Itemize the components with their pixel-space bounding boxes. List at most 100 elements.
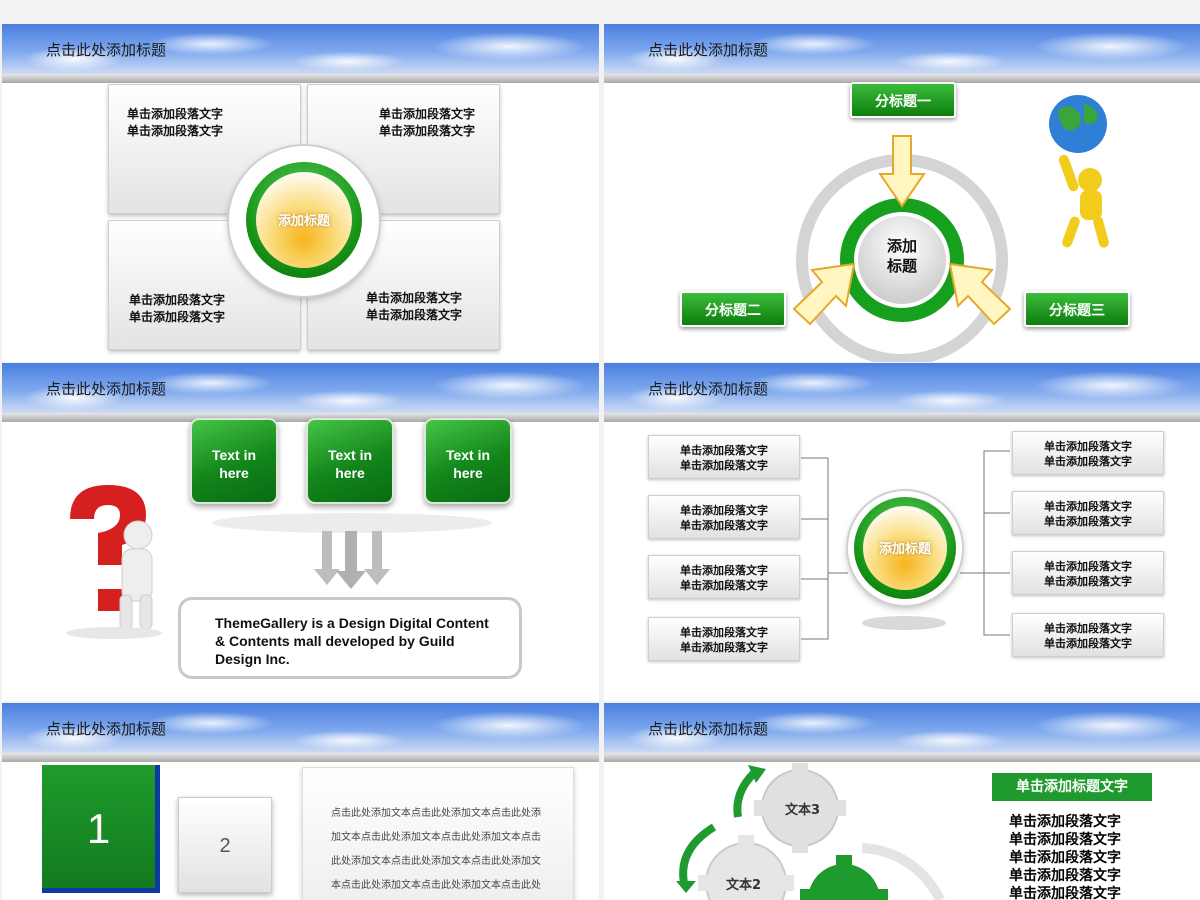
arrow-right-icon (948, 262, 1012, 326)
tile-line-1: Text in (445, 447, 491, 463)
right-box-1[interactable]: 单击添加段落文字 单击添加段落文字 (1012, 431, 1164, 475)
description-line-1: ThemeGallery is a Design Digital Content (215, 615, 489, 631)
sky-header (604, 363, 1200, 413)
center-shadow (862, 616, 946, 630)
para-line: 单击添加段落文字 (128, 310, 225, 324)
arrowhead-icon (676, 881, 696, 893)
paragraph-line[interactable]: 单击添加段落文字 (1009, 868, 1121, 884)
slide-1[interactable]: 点击此处添加标题 单击添加段落文字 单击添加段落文字 单击添加段落文字 单击添加… (2, 24, 599, 362)
description-box[interactable]: ThemeGallery is a Design Digital Content… (178, 597, 522, 679)
sky-header (2, 24, 599, 74)
center-disc (858, 216, 946, 304)
para-line: 单击添加段落文字 (680, 519, 768, 532)
tile-line-2: here (335, 465, 365, 481)
tile-line-1: Text in (327, 447, 373, 463)
description-line-3: Design Inc. (215, 651, 290, 667)
gear-2-label[interactable]: 文本2 (726, 878, 762, 893)
gear-3-icon (754, 763, 846, 853)
sky-header (2, 703, 599, 753)
slide-3[interactable]: 点击此处添加标题 Text in here Text in here Text … (2, 363, 599, 701)
left-box-3[interactable]: 单击添加段落文字 单击添加段落文字 (648, 555, 800, 599)
header-divider (2, 413, 599, 422)
sky-header (604, 24, 1200, 74)
arrow-down-icon (336, 531, 366, 589)
gray-arc (861, 843, 945, 900)
number-block-1[interactable]: 1 (42, 765, 160, 893)
quadrant-text-bottom-right[interactable]: 单击添加段落文字 单击添加段落文字 (349, 290, 479, 324)
green-arrow-icon (679, 823, 717, 884)
slide-4[interactable]: 点击此处添加标题 单击添加段落文字 单击添加段落文字 单击添加段落文字 单击添加… (604, 363, 1200, 701)
paragraph-line[interactable]: 单击添加段落文字 (1009, 886, 1121, 900)
subtitle-tab-1[interactable]: 分标题一 (850, 82, 956, 118)
quadrant-text-top-right[interactable]: 单击添加段落文字 单击添加段落文字 (362, 106, 492, 140)
center-ring-core[interactable]: 添加标题 (256, 172, 352, 268)
right-box-4[interactable]: 单击添加段落文字 单击添加段落文字 (1012, 613, 1164, 657)
para-line: 单击添加段落文字 (1044, 575, 1132, 588)
quadrant-text-top-left[interactable]: 单击添加段落文字 单击添加段落文字 (110, 106, 240, 140)
center-ring-core[interactable]: 添加标题 (863, 506, 947, 590)
gear-3-label[interactable]: 文本3 (785, 803, 821, 818)
green-arrow-icon (733, 770, 757, 818)
description-line-2: & Contents mall developed by Guild (215, 633, 455, 649)
para-line: 单击添加段落文字 (680, 626, 768, 639)
paragraph-line[interactable]: 单击添加段落文字 (1009, 814, 1121, 830)
para-line: 单击添加段落文字 (680, 579, 768, 592)
right-box-2[interactable]: 单击添加段落文字 单击添加段落文字 (1012, 491, 1164, 535)
para-line: 单击添加段落文字 (1044, 560, 1132, 573)
para-line: 单击添加段落文字 (680, 459, 768, 472)
text-tile-1[interactable]: Text in here (190, 418, 278, 504)
text-tile-2[interactable]: Text in here (306, 418, 394, 504)
tile-shadow (212, 513, 492, 533)
center-label: 添加标题 (277, 214, 330, 229)
tile-line-2: here (219, 465, 249, 481)
header-divider (604, 413, 1200, 422)
para-line: 单击添加段落文字 (680, 641, 768, 654)
slide-title[interactable]: 点击此处添加标题 (648, 380, 769, 398)
slide-title[interactable]: 点击此处添加标题 (46, 380, 167, 398)
left-box-4[interactable]: 单击添加段落文字 单击添加段落文字 (648, 617, 800, 661)
paragraph-panel[interactable]: 点击此处添加文本点击此处添加文本点击此处添 加文本点击此处添加文本点击此处添加文… (302, 767, 574, 900)
paragraph-line[interactable]: 单击添加段落文字 (1009, 832, 1121, 848)
quadrant-text-bottom-left[interactable]: 单击添加段落文字 单击添加段落文字 (112, 292, 242, 326)
sky-header (2, 363, 599, 413)
para-line: 单击添加段落文字 (1044, 622, 1132, 635)
left-box-1[interactable]: 单击添加段落文字 单击添加段落文字 (648, 435, 800, 479)
slide-6[interactable]: 点击此处添加标题 文本3 文本2 单击添加标题文字 单击添加段落文字 (604, 703, 1200, 900)
center-title[interactable]: 添加 标题 (872, 236, 932, 276)
center-title-line-2: 标题 (886, 257, 917, 275)
para-line: 单击添加段落文字 (128, 293, 225, 307)
arrowhead-icon (748, 765, 766, 783)
header-divider (2, 74, 599, 83)
center-title-line-1: 添加 (886, 237, 917, 255)
paragraph-line[interactable]: 单击添加段落文字 (1009, 850, 1121, 866)
number-block-2[interactable]: 2 (178, 797, 272, 893)
para-line: 单击添加段落文字 (1044, 637, 1132, 650)
para-line: 单击添加段落文字 (365, 308, 462, 322)
subtitle-tab-2[interactable]: 分标题二 (680, 291, 786, 327)
connector-lines (801, 450, 1010, 640)
subtitle-tab-3[interactable]: 分标题三 (1024, 291, 1130, 327)
para-line: 单击添加段落文字 (1044, 440, 1132, 453)
section-title[interactable]: 单击添加标题文字 (992, 773, 1152, 801)
header-divider (604, 74, 1200, 83)
slide-5[interactable]: 点击此处添加标题 1 2 点击此处添加文本点击此处添加文本点击此处添 加文本点击… (2, 703, 599, 900)
left-box-2[interactable]: 单击添加段落文字 单击添加段落文字 (648, 495, 800, 539)
slide-title[interactable]: 点击此处添加标题 (46, 41, 167, 59)
paragraph-line: 本点击此处添加文本点击此处添加文本点击此处 (331, 880, 541, 891)
arrow-down-icon (314, 531, 340, 585)
arrow-left-icon (792, 262, 856, 326)
slide-title[interactable]: 点击此处添加标题 (648, 720, 769, 738)
para-line: 单击添加段落文字 (378, 124, 475, 138)
text-tile-3[interactable]: Text in here (424, 418, 512, 504)
slide-title[interactable]: 点击此处添加标题 (46, 720, 167, 738)
right-box-3[interactable]: 单击添加段落文字 单击添加段落文字 (1012, 551, 1164, 595)
paragraph-line: 此处添加文本点击此处添加文本点击此处添加文 (331, 856, 541, 867)
para-line: 单击添加段落文字 (680, 504, 768, 517)
slide-title[interactable]: 点击此处添加标题 (648, 41, 769, 59)
para-line: 单击添加段落文字 (680, 444, 768, 457)
question-mark-figure-icon (66, 485, 162, 639)
arrow-down-icon (364, 531, 390, 585)
paragraph-line: 加文本点击此处添加文本点击此处添加文本点击 (331, 832, 541, 843)
center-label: 添加标题 (878, 542, 931, 557)
slide-2[interactable]: 点击此处添加标题 添加 标题 分标题一 分标题二 分标题三 (604, 24, 1200, 362)
